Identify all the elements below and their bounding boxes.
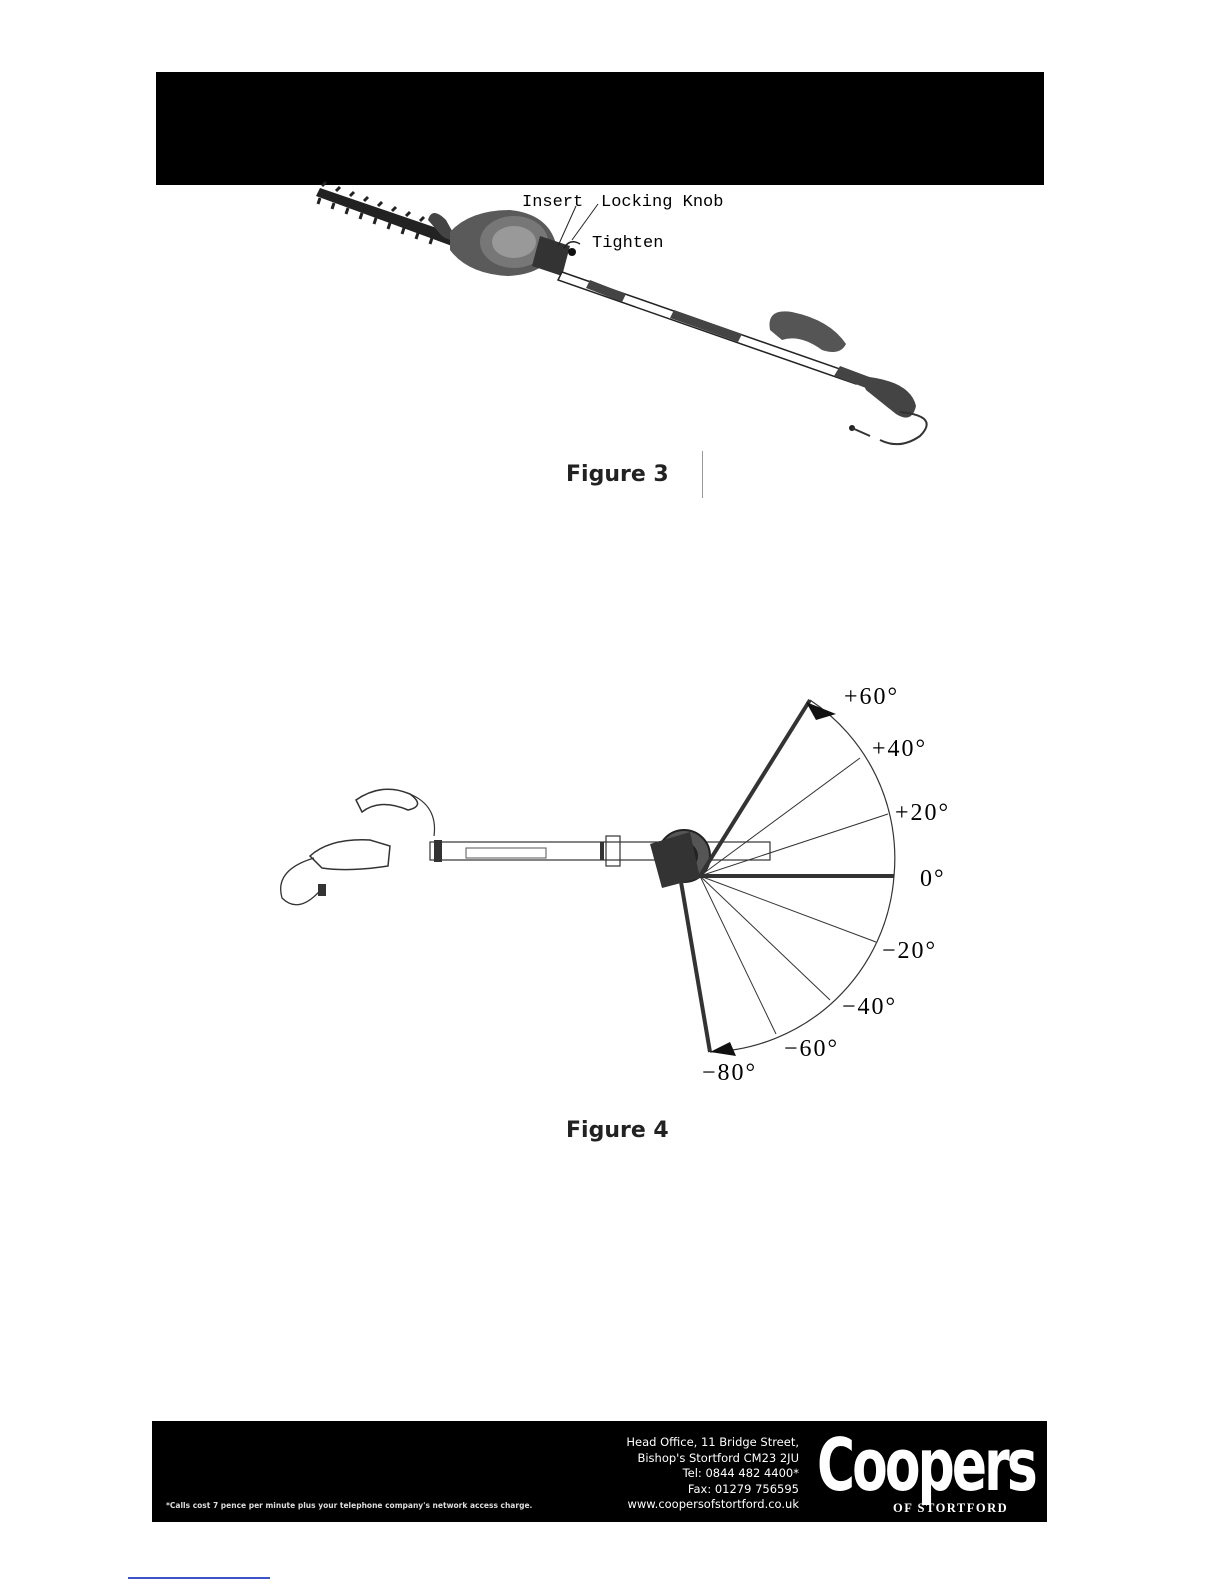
- angle-label-minus-80: −80°: [702, 1060, 758, 1086]
- pivot-head: [650, 829, 711, 888]
- angle-rays: [678, 698, 896, 1053]
- angle-label-plus-60: +60°: [844, 684, 900, 710]
- label-tighten: Tighten: [592, 234, 664, 253]
- label-insert: Insert: [522, 193, 584, 212]
- extension-pole: [556, 271, 872, 388]
- angle-label-minus-60: −60°: [784, 1036, 840, 1062]
- footer-address: Head Office, 11 Bridge Street, Bishop's …: [626, 1435, 799, 1513]
- figure-3-caption: Figure 3: [566, 462, 669, 487]
- angle-label-minus-20: −20°: [882, 938, 938, 964]
- angle-label-minus-40: −40°: [842, 994, 898, 1020]
- footer-call-note: *Calls cost 7 pence per minute plus your…: [166, 1501, 533, 1510]
- website-line: www.coopersofstortford.co.uk: [627, 1497, 800, 1511]
- figure-4-caption: Figure 4: [566, 1118, 669, 1143]
- hedge-trimmer-drawing: [316, 180, 928, 446]
- figure-4-illustration: [270, 680, 970, 1100]
- angle-label-plus-20: +20°: [895, 800, 951, 826]
- locking-knob: [568, 248, 576, 256]
- address-line: Bishop's Stortford CM23 2JU: [637, 1450, 799, 1465]
- footer-banner: Head Office, 11 Bridge Street, Bishop's …: [152, 1421, 1047, 1522]
- header-bar: [156, 72, 1044, 185]
- brand-name: Coopers: [817, 1423, 1038, 1507]
- fax-line: Fax: 01279 756595: [687, 1481, 799, 1496]
- angle-label-zero: 0°: [920, 866, 946, 892]
- divider-line: [702, 451, 703, 498]
- label-locking-knob: Locking Knob: [601, 193, 724, 212]
- phone-line: Tel: 0844 482 4400*: [682, 1466, 799, 1480]
- motor-housing: [428, 210, 570, 276]
- angle-label-plus-40: +40°: [872, 736, 928, 762]
- rear-handle: [769, 311, 928, 446]
- trimmer-blade: [316, 180, 460, 246]
- bottom-underline: [128, 1577, 270, 1579]
- address-line: Head Office, 11 Bridge Street,: [626, 1435, 799, 1449]
- figure-3-illustration: [300, 180, 940, 460]
- brand-logo: Coopers OF STORTFORD: [813, 1423, 1038, 1519]
- brand-subtitle: OF STORTFORD: [893, 1501, 1009, 1515]
- angle-diagram: [280, 698, 896, 1056]
